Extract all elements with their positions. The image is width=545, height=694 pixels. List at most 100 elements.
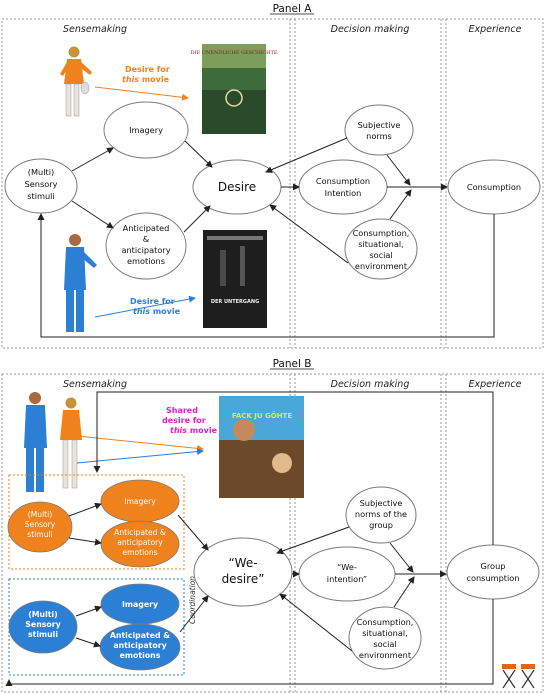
shared-rest: movie [190, 426, 218, 435]
node-b-we-desire: “We- desire” [193, 537, 293, 607]
node-b-environment-line2: situational, [362, 628, 408, 638]
node-a-desire-label: Desire [218, 180, 256, 194]
shared-line2: desire for [162, 416, 206, 425]
node-b-environment-line4: environment [359, 650, 412, 660]
desire-blue-emph: this [133, 307, 150, 316]
node-a-subjective-line1: Subjective [358, 120, 401, 130]
node-a-environment-line3: social [369, 250, 392, 260]
desire-blue-line2: this movie [133, 307, 181, 316]
poster-top-title: DIE UNENDLICHE GESCHICHTE [191, 50, 278, 56]
node-b-group-consumption-line2: consumption [466, 573, 519, 583]
woman-figure-icon [60, 46, 92, 117]
node-b-orange-sensory: (Multi) Sensory stimuli [7, 501, 73, 553]
node-b-blue-anticipated: Anticipated & anticipatory emotions [99, 623, 181, 671]
node-b-blue-imagery: Imagery [100, 583, 180, 625]
node-b-orange-anticipated-line2: anticipatory [117, 538, 163, 547]
desire-orange-emph: this [122, 75, 139, 84]
node-a-imagery-label: Imagery [129, 125, 163, 135]
panel-b-decision-label: Decision making [331, 379, 410, 390]
node-a-anticipated-line3: anticipatory [121, 245, 170, 255]
desire-blue-rest: movie [153, 307, 181, 316]
node-b-we-intention-line2: intention” [327, 574, 367, 584]
node-a-consumption: Consumption [447, 159, 541, 215]
node-a-anticipated-line1: Anticipated [123, 223, 170, 233]
node-b-subjective: Subjective norms of the group [345, 486, 417, 544]
node-a-environment-line4: environment [355, 261, 408, 271]
desire-orange-line1: Desire for [125, 65, 170, 74]
node-b-we-desire-line2: desire” [222, 572, 265, 586]
poster-bottom: DER UNTERGANG [203, 230, 267, 328]
node-b-environment: Consumption, situational, social environ… [348, 606, 422, 670]
coordination-label: Coordination [188, 576, 197, 624]
node-b-orange-imagery-label: Imagery [124, 497, 156, 506]
node-b-blue-sensory-line1: (Multi) [28, 610, 58, 619]
node-b-orange-sensory-line3: stimuli [27, 530, 52, 539]
desire-orange-line2: this movie [122, 75, 170, 84]
panel-b-arrows [5, 391, 494, 686]
node-b-orange-anticipated-line1: Anticipated & [114, 528, 166, 537]
panel-a-arrows [37, 137, 495, 338]
desire-blue-arrow [94, 295, 196, 318]
node-b-environment-line1: Consumption, [357, 617, 414, 627]
desire-orange-arrow [94, 86, 189, 101]
shared-line3: this movie [170, 426, 218, 435]
node-b-subjective-line2: norms of the [355, 509, 407, 519]
node-b-group-consumption-line1: Group [481, 561, 506, 571]
shared-blue-arrow [76, 448, 204, 464]
couple-figure-icon [24, 392, 82, 492]
node-a-desire: Desire [192, 159, 282, 215]
panel-a-title: Panel A [273, 3, 313, 15]
node-a-intention: Consumption Intention [298, 159, 388, 215]
node-b-blue-imagery-label: Imagery [122, 600, 158, 609]
node-b-we-desire-line1: “We- [228, 556, 257, 570]
panel-b-frame [1, 373, 544, 693]
node-a-subjective: Subjective norms [344, 104, 414, 156]
panel-a-decision-label: Decision making [331, 24, 410, 35]
node-a-sensory: (Multi) Sensory stimuli [4, 158, 78, 214]
shared-orange-arrow [76, 435, 204, 452]
desire-blue-line1: Desire for [130, 297, 175, 306]
poster-top: DIE UNENDLICHE GESCHICHTE [191, 44, 278, 134]
node-a-sensory-line1: (Multi) [28, 167, 54, 177]
panel-b-title: Panel B [273, 358, 312, 370]
panel-b-sensemaking-label: Sensemaking [63, 379, 127, 390]
node-b-we-intention: “We- intention” [298, 546, 396, 602]
node-a-intention-line2: Intention [325, 188, 362, 198]
panel-a-frame [1, 18, 544, 349]
node-b-orange-imagery: Imagery [100, 479, 180, 523]
node-a-environment: Consumption, situational, social environ… [344, 218, 418, 280]
node-b-orange-anticipated: Anticipated & anticipatory emotions [100, 520, 180, 568]
node-b-orange-sensory-line1: (Multi) [28, 510, 53, 519]
node-b-subjective-line1: Subjective [360, 498, 403, 508]
panel-b-experience-label: Experience [469, 379, 522, 390]
node-b-subjective-line3: group [369, 520, 393, 530]
poster-panel-b-title: FACK JU GÖHTE [232, 411, 292, 420]
desire-orange-rest: movie [142, 75, 170, 84]
shared-line1: Shared [166, 406, 198, 415]
node-b-environment-line3: social [373, 639, 396, 649]
node-a-anticipated-line2: & [143, 234, 150, 244]
node-b-we-intention-line1: “We- [337, 562, 357, 572]
node-b-blue-sensory-line3: stimuli [28, 630, 58, 639]
node-b-orange-sensory-line2: Sensory [25, 520, 56, 529]
node-b-orange-anticipated-line3: emotions [122, 548, 157, 557]
panel-a-experience-label: Experience [469, 24, 522, 35]
node-a-intention-line1: Consumption [316, 176, 370, 186]
poster-bottom-title: DER UNTERGANG [211, 299, 259, 305]
node-a-subjective-line2: norms [366, 131, 392, 141]
poster-panel-b: FACK JU GÖHTE [219, 396, 304, 498]
shared-emph: this [170, 426, 187, 435]
node-a-sensory-line3: stimuli [27, 191, 54, 201]
node-a-imagery: Imagery [103, 101, 189, 159]
node-a-sensory-line2: Sensory [25, 179, 58, 189]
node-a-anticipated: Anticipated & anticipatory emotions [105, 212, 187, 280]
node-a-environment-line2: situational, [358, 239, 404, 249]
node-b-blue-anticipated-line2: anticipatory [113, 641, 166, 650]
node-b-blue-sensory: (Multi) Sensory stimuli [8, 600, 78, 654]
node-b-blue-anticipated-line3: emotions [120, 651, 161, 660]
node-b-group-consumption: Group consumption [446, 544, 540, 600]
director-chairs-icon [502, 664, 535, 689]
node-a-environment-line1: Consumption, [353, 228, 410, 238]
node-b-blue-anticipated-line1: Anticipated & [110, 631, 170, 640]
